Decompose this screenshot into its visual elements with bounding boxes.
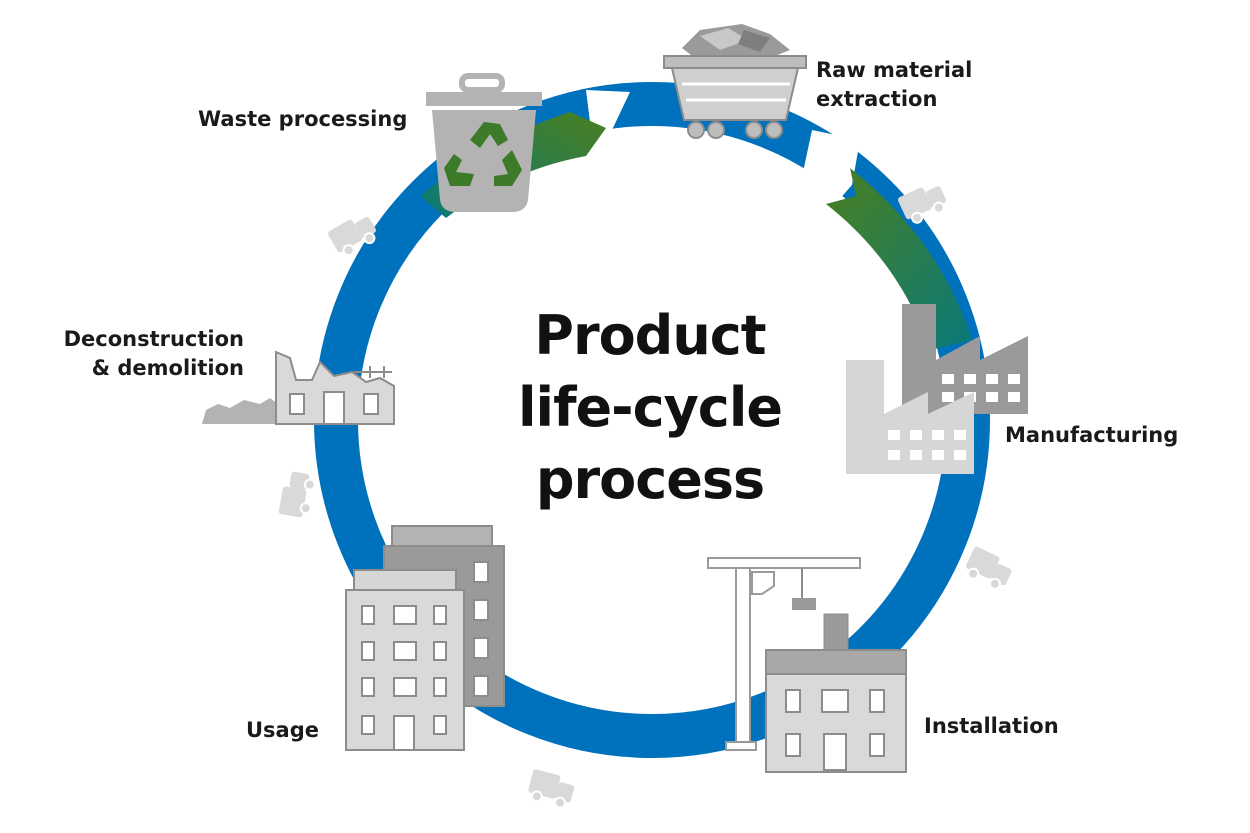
deconstruction-line-1: Deconstruction [63,327,244,351]
installation-building-icon [765,613,907,773]
title-line-1: Product [534,304,766,367]
diagram-title: Product life-cycle process [450,300,850,516]
ring-gap-right [800,130,860,210]
factory-icon [846,304,1028,474]
deconstruction-line-2: & demolition [91,356,244,380]
crane-icon [707,557,861,751]
truck-icon [277,469,318,520]
raw-material-line-1: Raw material [816,58,973,82]
ring-gap-top [586,90,640,170]
stage-label-usage: Usage [246,718,319,742]
stage-label-installation: Installation [924,714,1059,738]
office-building-icon [345,525,505,751]
truck-icon [524,767,578,812]
stage-label-waste-processing: Waste processing [198,107,408,131]
stage-label-raw-material: Raw material extraction [816,56,972,114]
raw-material-line-2: extraction [816,87,938,111]
demolished-house-icon [202,350,395,425]
stage-label-manufacturing: Manufacturing [1005,423,1179,447]
recycle-bin-icon [426,73,542,212]
stage-label-deconstruction: Deconstruction & demolition [60,325,244,383]
title-line-3: process [535,448,765,511]
title-line-2: life-cycle [518,376,783,439]
truck-icon [961,544,1017,594]
mine-cart-icon [663,24,807,139]
